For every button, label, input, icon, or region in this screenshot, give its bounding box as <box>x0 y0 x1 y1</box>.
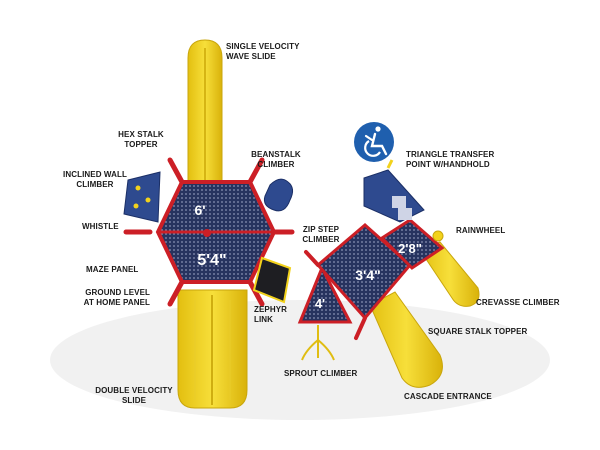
label-single-velocity-wave-slide: SINGLE VELOCITY WAVE SLIDE <box>226 42 300 61</box>
label-crevasse-climber: CREVASSE CLIMBER <box>476 298 560 307</box>
cascade-entrance <box>369 291 443 388</box>
label-rainwheel: RAINWHEEL <box>456 226 506 235</box>
double-velocity-slide <box>177 289 248 409</box>
label-sprout-climber: SPROUT CLIMBER <box>284 369 358 378</box>
label-hex-stalk-topper: HEX STALK TOPPER <box>118 130 164 149</box>
zephyr-link <box>252 256 292 304</box>
square-right-deck <box>379 218 445 270</box>
deck-height-square-right: 2'8" <box>398 241 422 256</box>
inclined-wall-climber <box>123 171 161 223</box>
label-beanstalk-climber: BEANSTALK CLIMBER <box>251 150 301 169</box>
label-zip-step-climber: ZIP STEP CLIMBER <box>302 225 340 244</box>
deck-height-square-mid: 3'4" <box>355 267 381 283</box>
label-double-velocity-slide: DOUBLE VELOCITY SLIDE <box>95 386 173 405</box>
sprout-climber <box>301 325 335 361</box>
deck-height-hex-lower: 5'4" <box>197 252 226 269</box>
square-mid-posts <box>304 250 367 340</box>
rainwheel <box>432 230 444 242</box>
deck-height-hex-upper: 6' <box>194 202 205 218</box>
crevasse-climber-slide <box>419 241 480 307</box>
label-ground-level-at-home-panel: GROUND LEVEL AT HOME PANEL <box>83 288 150 307</box>
label-cascade-entrance: CASCADE ENTRANCE <box>404 392 492 401</box>
label-triangle-transfer-point: TRIANGLE TRANSFER POINT W/HANDHOLD <box>406 150 495 169</box>
label-whistle: WHISTLE <box>82 222 119 231</box>
label-zephyr-link: ZEPHYR LINK <box>254 305 288 324</box>
ground-shadow <box>50 300 550 420</box>
label-inclined-wall-climber: INCLINED WALL CLIMBER <box>63 170 127 189</box>
triangle-deck <box>297 264 353 324</box>
single-velocity-wave-slide <box>187 39 223 186</box>
wheelchair-accessible-icon <box>354 122 394 162</box>
label-square-stalk-topper: SQUARE STALK TOPPER <box>428 327 528 336</box>
hex-posts <box>123 157 295 307</box>
beanstalk-climber <box>263 178 294 212</box>
label-maze-panel: MAZE PANEL <box>86 265 139 274</box>
deck-height-triangle: 4' <box>315 296 325 311</box>
triangle-transfer-point <box>363 159 425 223</box>
